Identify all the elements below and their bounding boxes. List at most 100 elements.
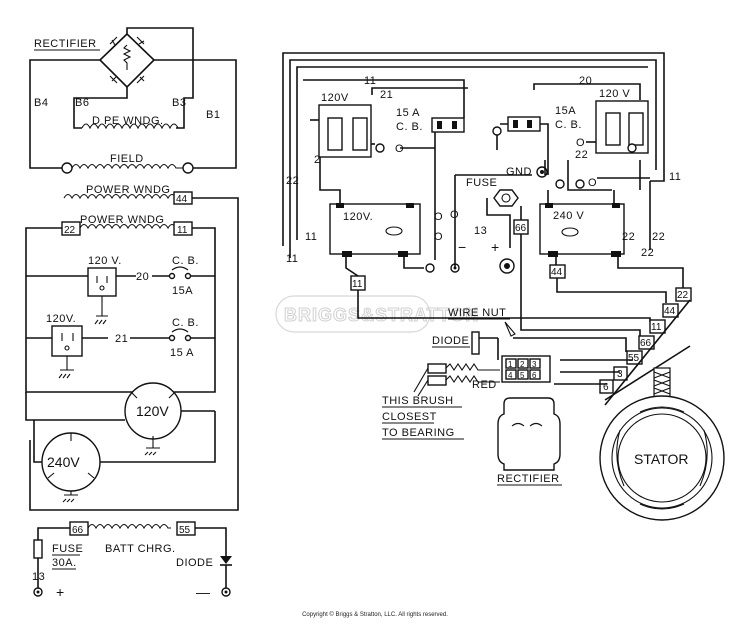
field-label: FIELD bbox=[110, 153, 144, 165]
gnd-label: GND bbox=[506, 166, 532, 178]
diode-label: DIODE bbox=[176, 557, 213, 569]
watermark: BRIGGS&STRATTON bbox=[275, 295, 479, 333]
twistlock-240v: 240V bbox=[33, 411, 216, 503]
right-side-11: 11 bbox=[669, 171, 681, 183]
right-upper-22: 22 bbox=[575, 149, 588, 161]
right-plus: + bbox=[491, 239, 499, 255]
right-cb-o: O bbox=[576, 137, 585, 149]
b1-label: B1 bbox=[206, 109, 220, 121]
brush-note-3: TO BEARING bbox=[382, 427, 455, 439]
right-duplex-22a: 22 bbox=[622, 231, 635, 243]
term-4: 4 bbox=[508, 371, 513, 380]
battery-charge-circuit: 66 55 BATT CHRG. FUSE 30A. 13 + DIODE bbox=[32, 521, 232, 600]
right-duplex-22b: 22 bbox=[652, 231, 665, 243]
top-wire-11: 11 bbox=[364, 75, 376, 87]
term-5: 5 bbox=[520, 371, 525, 380]
power-winding-2: POWER WNDG 22 11 bbox=[25, 214, 216, 393]
terminal-66-left: 66 bbox=[72, 525, 84, 536]
terminal-44-left: 44 bbox=[176, 194, 188, 205]
power-wndg-2-label: POWER WNDG bbox=[80, 214, 164, 226]
terminal-66-top: 66 bbox=[515, 223, 527, 234]
left-side-11b: 11 bbox=[305, 231, 317, 243]
rectifier-label: RECTIFIER bbox=[34, 38, 97, 50]
watermark-text: BRIGGS&STRATTON bbox=[284, 305, 479, 325]
terminal-55-harness: 55 bbox=[628, 353, 640, 364]
dpe-winding: D PE WNDG. bbox=[81, 115, 179, 130]
wire-nut-label: WIRE NUT bbox=[448, 307, 506, 319]
right-cb-sub: C. B. bbox=[555, 119, 582, 131]
terminal-11-top: 11 bbox=[352, 279, 363, 290]
terminal-11-harness: 11 bbox=[651, 322, 662, 333]
fuse-label: FUSE bbox=[52, 543, 83, 555]
receptacle-120v-1: 120 V. 20 C. B. 15A bbox=[26, 255, 215, 325]
b6-label: B6 bbox=[75, 97, 89, 109]
terminal-11-left: 11 bbox=[177, 225, 188, 236]
right-duplex-label: 240 V bbox=[553, 210, 584, 222]
brush-note-2: CLOSEST bbox=[382, 411, 437, 423]
cb-1-rating: 15A bbox=[172, 285, 193, 297]
rectifier-bridge: RECTIFIER bbox=[34, 32, 156, 89]
diode-right-label: DIODE bbox=[432, 335, 469, 347]
b3-label: B3 bbox=[172, 97, 186, 109]
wire-20-label: 20 bbox=[136, 271, 149, 283]
dpe-wndg-label: D PE WNDG. bbox=[92, 115, 164, 127]
left-side-2: 2 bbox=[314, 154, 321, 166]
right-minus: − bbox=[458, 239, 466, 255]
terminal-22-harness: 22 bbox=[677, 290, 689, 301]
fuse-right-label: FUSE bbox=[466, 177, 497, 189]
term-1: 1 bbox=[508, 360, 513, 369]
cb-2-rating: 15 A bbox=[170, 347, 194, 359]
left-side-11a: 11 bbox=[286, 253, 298, 265]
stator-label: STATOR bbox=[634, 451, 688, 467]
top-wire-21: 21 bbox=[380, 89, 393, 101]
copyright-text: Copyright © Briggs & Stratton, LLC. All … bbox=[302, 612, 448, 618]
fuse-rating: 30A. bbox=[52, 557, 77, 569]
wire-21-label: 21 bbox=[115, 333, 128, 345]
term-6: 6 bbox=[532, 371, 537, 380]
terminal-22-left: 22 bbox=[64, 225, 76, 236]
right-recep-120v-label: 120 V bbox=[599, 88, 630, 100]
right-wiring: 11 21 20 120V O 15 A C. B. 120 V 15A C. … bbox=[282, 52, 725, 521]
terminal-3-harness: 3 bbox=[617, 369, 623, 380]
power-winding-1: POWER WNDG 44 bbox=[29, 184, 239, 511]
recep-120v-1-label: 120 V. bbox=[88, 255, 122, 267]
terminal-44-top: 44 bbox=[551, 267, 563, 278]
receptacle-120v-2: 120V. 21 C. B. 15 A bbox=[26, 313, 215, 379]
left-recep-120v-label: 120V bbox=[321, 92, 349, 104]
field-coil: FIELD bbox=[61, 153, 194, 174]
cb-1-label: C. B. bbox=[172, 255, 199, 267]
recep-120v-2-label: 120V. bbox=[46, 313, 76, 325]
term-2: 2 bbox=[520, 360, 525, 369]
left-duplex-label: 120V. bbox=[343, 211, 373, 223]
brush-note-1: THIS BRUSH bbox=[382, 395, 454, 407]
wire-13-label: 13 bbox=[32, 571, 45, 583]
terminal-6-harness: 6 bbox=[603, 382, 609, 393]
terminal-55-left: 55 bbox=[179, 525, 191, 536]
left-cb-rating: 15 A bbox=[396, 107, 420, 119]
minus-terminal-label: — bbox=[196, 584, 210, 600]
cb-2-label: C. B. bbox=[172, 317, 199, 329]
right-duplex-22c: 22 bbox=[641, 247, 654, 259]
left-schematic: RECTIFIER D PE WNDG. B4 B6 B3 B1 FIELD P… bbox=[25, 27, 239, 600]
plus-terminal-label: + bbox=[56, 584, 64, 600]
left-cb-o: O bbox=[395, 143, 404, 155]
b4-label: B4 bbox=[34, 97, 48, 109]
term-3: 3 bbox=[532, 360, 537, 369]
left-side-22: 22 bbox=[286, 175, 299, 187]
twist-120v-label: 120V bbox=[136, 403, 169, 419]
left-duplex-o1: O bbox=[434, 211, 443, 223]
wire-13-right: 13 bbox=[474, 225, 487, 237]
top-wire-20: 20 bbox=[579, 75, 592, 87]
left-cb-sub: C. B. bbox=[396, 121, 423, 133]
red-wire-label: RED bbox=[472, 379, 497, 391]
left-duplex-o2: O bbox=[434, 231, 443, 243]
terminal-66-harness: 66 bbox=[640, 338, 652, 349]
right-cb-rating: 15A bbox=[555, 105, 576, 117]
power-wndg-1-label: POWER WNDG bbox=[86, 184, 170, 196]
twistlock-120v: 120V bbox=[25, 382, 215, 456]
batt-chrg-label: BATT CHRG. bbox=[105, 543, 176, 555]
gnd-o: O bbox=[588, 177, 597, 189]
rectifier-right-label: RECTIFIER bbox=[497, 473, 560, 485]
twist-240v-label: 240V bbox=[47, 454, 80, 470]
